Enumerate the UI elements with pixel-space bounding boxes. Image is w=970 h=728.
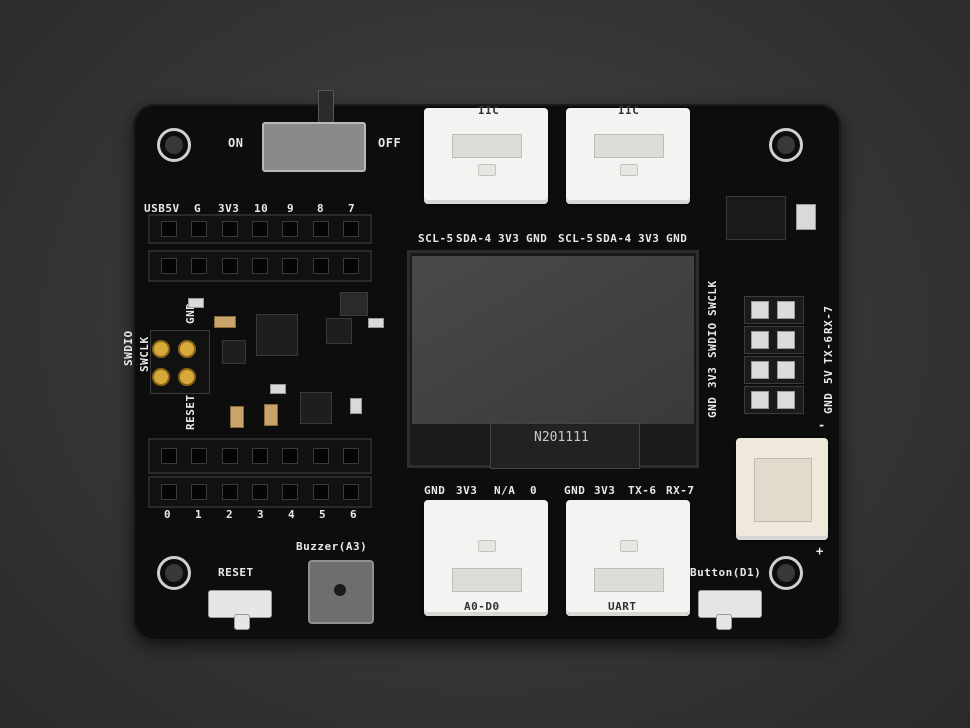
- power-switch[interactable]: [262, 122, 366, 172]
- header-bottom-label: 5: [319, 508, 327, 521]
- ic-chip: [222, 340, 246, 364]
- battery-connector[interactable]: [736, 438, 828, 540]
- bottom-pin-label: GND: [424, 484, 446, 497]
- male-header-row[interactable]: [744, 296, 804, 324]
- flex-cable-text: N201111: [534, 430, 589, 445]
- header-bottom-label: 3: [257, 508, 265, 521]
- switch-lever[interactable]: [318, 90, 334, 126]
- header-label: 10: [254, 202, 269, 215]
- iic-left-label: IIC: [478, 104, 500, 117]
- uart-connector[interactable]: [566, 500, 690, 616]
- ic-chip: [300, 392, 332, 424]
- smd-component: [188, 298, 204, 308]
- smd-component: [350, 398, 362, 414]
- uart-side-label: RX-7: [822, 305, 835, 335]
- smd-component: [214, 316, 236, 328]
- bottom-pin-label: 3V3: [594, 484, 616, 497]
- buzzer: [308, 560, 374, 624]
- header-bottom-label: 6: [350, 508, 358, 521]
- header-label: 9: [287, 202, 295, 215]
- smd-component: [270, 384, 286, 394]
- header-bottom-label: 1: [195, 508, 203, 521]
- battery-minus-label: -: [818, 418, 826, 432]
- lcd-display: [412, 256, 694, 424]
- reset-label: RESET: [218, 566, 254, 579]
- header-label: 8: [317, 202, 325, 215]
- top-pin-label: SCL-5: [558, 232, 594, 245]
- header-label: USB5V: [144, 202, 180, 215]
- smd-component: [264, 404, 278, 426]
- bottom-pin-label: 3V3: [456, 484, 478, 497]
- female-header-bottom-1[interactable]: [148, 438, 372, 474]
- header-bottom-label: 4: [288, 508, 296, 521]
- switch-off-label: OFF: [378, 136, 402, 150]
- eeprom-chip: [726, 196, 786, 240]
- female-header-top-1[interactable]: [148, 214, 372, 244]
- microcontroller-chip: [256, 314, 298, 356]
- a0-d0-label: A0-D0: [464, 600, 500, 613]
- male-header-row[interactable]: [744, 356, 804, 384]
- top-pin-label: 3V3: [638, 232, 660, 245]
- top-pin-label: GND: [666, 232, 688, 245]
- mounting-hole-top-left: [157, 128, 191, 162]
- top-pin-label: SDA-4: [596, 232, 632, 245]
- battery-plus-label: +: [816, 544, 824, 558]
- button-d1-label: Button(D1): [690, 566, 762, 579]
- header-label: 7: [348, 202, 356, 215]
- iic-connector-right[interactable]: [566, 108, 690, 204]
- bottom-pin-label: TX-6: [628, 484, 657, 497]
- header-label: G: [194, 202, 202, 215]
- uart-side-label: GND: [822, 392, 835, 414]
- swd-right-label: 3V3: [706, 366, 719, 388]
- header-bottom-label: 0: [164, 508, 172, 521]
- bottom-pin-label: 0: [530, 484, 538, 497]
- header-label: 3V3: [218, 202, 240, 215]
- buzzer-label: Buzzer(A3): [296, 540, 368, 553]
- female-header-bottom-2[interactable]: [148, 476, 372, 508]
- swd-label: SWDIO: [122, 330, 135, 366]
- pogo-pin: [152, 368, 170, 386]
- female-header-top-2[interactable]: [148, 250, 372, 282]
- pogo-pin: [152, 340, 170, 358]
- uart-side-label: TX-6: [822, 335, 835, 365]
- swd-label: SWCLK: [138, 336, 151, 372]
- header-bottom-label: 2: [226, 508, 234, 521]
- smd-component: [368, 318, 384, 328]
- bottom-pin-label: N/A: [494, 484, 516, 497]
- top-pin-label: GND: [526, 232, 548, 245]
- iic-right-label: IIC: [618, 104, 640, 117]
- crystal: [796, 204, 816, 230]
- mounting-hole-bottom-left: [157, 556, 191, 590]
- uart-side-label: 5V: [822, 369, 835, 384]
- swd-right-label: SWCLK: [706, 280, 719, 316]
- display-flex-cable: [490, 423, 640, 469]
- top-pin-label: SCL-5: [418, 232, 454, 245]
- iic-connector-left[interactable]: [424, 108, 548, 204]
- ic-chip: [326, 318, 352, 344]
- swd-right-label: GND: [706, 396, 719, 418]
- user-button-plunger[interactable]: [716, 614, 732, 630]
- a0-d0-connector[interactable]: [424, 500, 548, 616]
- bottom-pin-label: GND: [564, 484, 586, 497]
- uart-label: UART: [608, 600, 637, 613]
- top-pin-label: 3V3: [498, 232, 520, 245]
- male-header-row[interactable]: [744, 386, 804, 414]
- swd-label: RESET: [184, 394, 197, 430]
- bottom-pin-label: RX-7: [666, 484, 695, 497]
- pogo-pin: [178, 368, 196, 386]
- smd-component: [230, 406, 244, 428]
- swd-right-label: SWDIO: [706, 322, 719, 358]
- pogo-pin: [178, 340, 196, 358]
- reset-button-plunger[interactable]: [234, 614, 250, 630]
- mounting-hole-bottom-right: [769, 556, 803, 590]
- mounting-hole-top-right: [769, 128, 803, 162]
- ic-chip: [340, 292, 368, 316]
- switch-on-label: ON: [228, 136, 244, 150]
- top-pin-label: SDA-4: [456, 232, 492, 245]
- male-header-row[interactable]: [744, 326, 804, 354]
